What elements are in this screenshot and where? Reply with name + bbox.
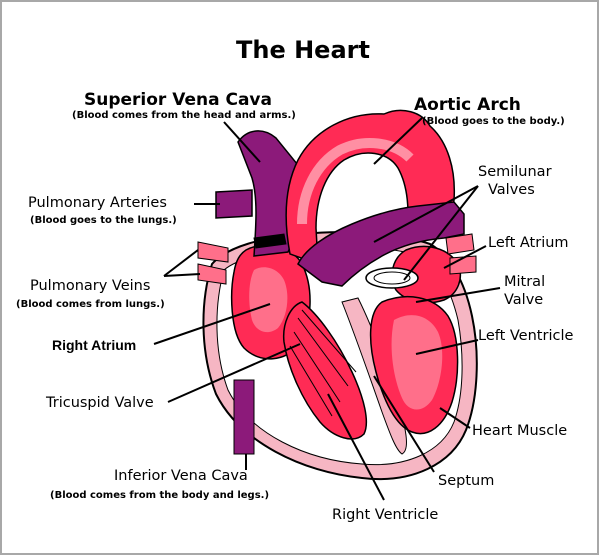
pulmonary-veins-vessels bbox=[197, 233, 477, 285]
leader-mitral-valve bbox=[415, 287, 501, 303]
tricuspid-chordae bbox=[289, 309, 357, 417]
label-mitral-valve-line2: Valve bbox=[504, 292, 544, 308]
leader-semilunar-2 bbox=[403, 185, 479, 281]
note-pulmonary-veins: (Blood comes from lungs.) bbox=[16, 299, 165, 310]
label-pulmonary-arteries: Pulmonary Arteries bbox=[28, 195, 167, 211]
label-left-ventricle: Left Ventricle bbox=[478, 328, 574, 344]
note-aortic-arch: (Blood goes to the body.) bbox=[422, 116, 565, 127]
leader-left-ventricle bbox=[415, 339, 479, 355]
label-semilunar-valves-line1: Semilunar bbox=[478, 164, 552, 180]
leader-superior-vena-cava bbox=[223, 121, 261, 163]
pulmonary-arteries-left bbox=[215, 189, 253, 219]
leader-pulmonary-veins-2 bbox=[163, 273, 201, 277]
left-ventricle-highlight bbox=[391, 315, 443, 410]
label-pulmonary-veins: Pulmonary Veins bbox=[30, 278, 151, 294]
label-left-atrium: Left Atrium bbox=[488, 235, 569, 251]
note-superior-vena-cava: (Blood comes from the head and arms.) bbox=[72, 110, 296, 121]
label-heart-muscle: Heart Muscle bbox=[472, 423, 568, 439]
right-atrium-highlight bbox=[249, 267, 288, 333]
label-right-ventricle: Right Ventricle bbox=[332, 507, 439, 523]
label-septum: Septum bbox=[438, 473, 495, 489]
page-title: The Heart bbox=[236, 36, 370, 64]
label-superior-vena-cava: Superior Vena Cava bbox=[84, 90, 272, 110]
note-pulmonary-arteries: (Blood goes to the lungs.) bbox=[30, 215, 177, 226]
leader-lines bbox=[153, 117, 501, 501]
pulmonary-trunk-vessel bbox=[297, 201, 465, 287]
note-inferior-vena-cava: (Blood comes from the body and legs.) bbox=[50, 490, 270, 501]
label-mitral-valve-line1: Mitral bbox=[504, 274, 546, 290]
leader-semilunar-1 bbox=[373, 185, 479, 243]
inferior-vena-cava-vessel bbox=[233, 379, 255, 455]
right-atrium-opening bbox=[253, 233, 287, 249]
leader-left-atrium bbox=[443, 245, 487, 269]
right-ventricle-chamber bbox=[282, 301, 368, 440]
leader-heart-muscle bbox=[439, 407, 471, 429]
leader-pulmonary-veins-1 bbox=[163, 249, 199, 277]
label-inferior-vena-cava: Inferior Vena Cava bbox=[114, 468, 248, 484]
label-semilunar-valves-line2: Valves bbox=[488, 182, 535, 198]
leader-right-atrium bbox=[153, 303, 271, 345]
label-tricuspid-valve: Tricuspid Valve bbox=[46, 395, 154, 411]
mitral-valve-inner bbox=[373, 271, 411, 285]
label-right-atrium: Right Atrium bbox=[52, 337, 137, 353]
leader-right-ventricle bbox=[327, 393, 385, 501]
leader-tricuspid-valve bbox=[167, 343, 301, 403]
label-aortic-arch: Aortic Arch bbox=[414, 95, 521, 115]
leader-septum bbox=[373, 375, 435, 473]
leader-aortic-arch bbox=[373, 117, 423, 165]
